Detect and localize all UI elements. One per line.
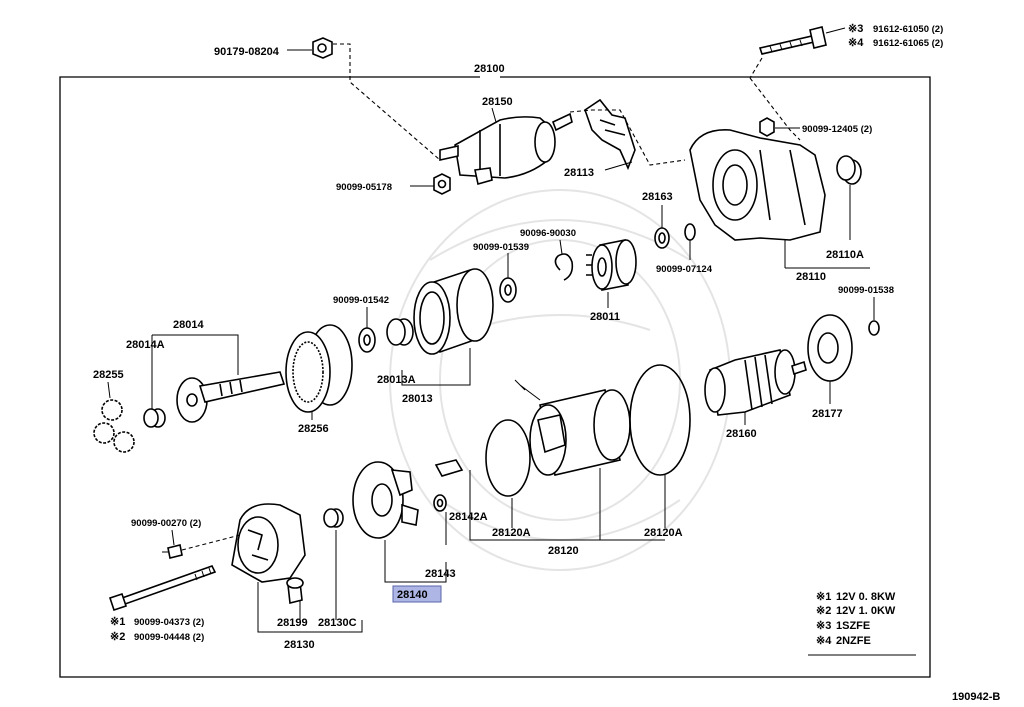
label-28255[interactable]: 28255 (93, 369, 124, 381)
label-90099-04373[interactable]: 90099-04373 (2) (134, 617, 204, 628)
solenoid-28150[interactable] (439, 112, 573, 186)
label-28100[interactable]: 28100 (474, 63, 505, 75)
label-28110A[interactable]: 28110A (826, 249, 864, 261)
label-28113[interactable]: 28113 (564, 167, 594, 179)
legend-mark-3: ※3 (816, 620, 831, 632)
label-90099-01542[interactable]: 90099-01542 (333, 295, 389, 306)
grommet-28199[interactable] (286, 577, 304, 604)
legend-text-1: 12V 0. 8KW (836, 591, 896, 603)
label-90099-04448[interactable]: 90099-04448 (2) (134, 632, 204, 643)
spring-28142A[interactable] (433, 494, 447, 512)
watermark-emblem (389, 189, 731, 571)
label-28120A-small[interactable]: 28120A (492, 527, 531, 539)
highlight-28140 (392, 585, 442, 603)
end-cover-28130[interactable] (231, 503, 306, 583)
label-28013[interactable]: 28013 (402, 393, 433, 405)
washer-28163[interactable] (654, 227, 670, 249)
label-28110[interactable]: 28110 (796, 271, 826, 283)
label-28130C[interactable]: 28130C (318, 617, 357, 629)
washer-90099-01538[interactable] (868, 320, 880, 336)
label-91612-61065[interactable]: 91612-61065 (2) (873, 38, 943, 49)
bushing-28130C[interactable] (323, 508, 344, 528)
mark-3: ※3 (848, 23, 863, 35)
legend-text-4: 2NZFE (836, 635, 871, 647)
diagram-id: 190942-B (952, 691, 1000, 703)
label-28014[interactable]: 28014 (173, 319, 204, 331)
label-28140[interactable]: 28140 (397, 589, 428, 601)
mark-4: ※4 (848, 37, 864, 49)
housing-28110[interactable] (689, 129, 826, 241)
gear-28256[interactable] (285, 324, 353, 413)
label-28160[interactable]: 28160 (726, 428, 757, 440)
legend-text-3: 1SZFE (836, 620, 870, 632)
label-90179-08204[interactable]: 90179-08204 (214, 46, 280, 58)
label-28142A[interactable]: 28142A (449, 511, 488, 523)
label-91612-61050[interactable]: 91612-61050 (2) (873, 24, 943, 35)
assembly-frame (59, 76, 931, 678)
bushing-28014A[interactable] (143, 408, 166, 428)
label-90099-00270[interactable]: 90099-00270 (2) (131, 518, 201, 529)
label-28199[interactable]: 28199 (277, 617, 308, 629)
label-28120[interactable]: 28120 (548, 545, 579, 557)
label-28163[interactable]: 28163 (642, 191, 673, 203)
label-90099-05178[interactable]: 90099-05178 (336, 182, 392, 193)
yoke-28013[interactable] (413, 268, 494, 355)
screw-90099-00270[interactable] (162, 544, 183, 559)
brush-holder-28140[interactable] (352, 461, 419, 539)
nut-90099-05178[interactable] (433, 173, 451, 195)
label-28013A[interactable]: 28013A (377, 374, 416, 386)
plate-28177[interactable] (807, 314, 853, 382)
brush-28143[interactable] (434, 459, 464, 477)
armature-28160[interactable] (704, 349, 807, 416)
snap-ring-90096-90030[interactable] (554, 253, 574, 281)
legend-mark-2: ※2 (816, 605, 831, 617)
clip-90099-07124[interactable] (684, 223, 696, 241)
label-28143[interactable]: 28143 (425, 568, 456, 580)
mark-2: ※2 (110, 631, 125, 643)
label-28011[interactable]: 28011 (590, 311, 620, 323)
label-28256[interactable]: 28256 (298, 423, 329, 435)
field-frame-28120[interactable] (514, 379, 631, 476)
legend-mark-1: ※1 (816, 591, 831, 603)
bushing-28110A[interactable] (836, 155, 862, 185)
nut-90099-12405[interactable] (759, 117, 775, 137)
label-28014A[interactable]: 28014A (126, 339, 165, 351)
legend-mark-4: ※4 (816, 635, 832, 647)
legend: ※1 12V 0. 8KW ※2 12V 1. 0KW ※3 1SZFE ※4 … (816, 591, 896, 647)
mark-1: ※1 (110, 616, 125, 628)
through-bolt-90099-04373[interactable] (108, 565, 217, 612)
label-90096-90030[interactable]: 90096-90030 (520, 228, 576, 239)
label-90099-01539[interactable]: 90099-01539 (473, 242, 529, 253)
label-90099-12405[interactable]: 90099-12405 (2) (802, 124, 872, 135)
washer-90099-01539[interactable] (499, 277, 517, 303)
label-28150[interactable]: 28150 (482, 96, 513, 108)
legend-text-2: 12V 1. 0KW (836, 605, 896, 617)
clutch-28011[interactable] (586, 239, 637, 291)
oring-28120A-small[interactable] (485, 419, 531, 497)
nut-90179-08204[interactable] (312, 37, 333, 59)
shaft-28014[interactable] (176, 371, 286, 423)
label-28130[interactable]: 28130 (284, 639, 315, 651)
label-90099-07124[interactable]: 90099-07124 (656, 264, 713, 275)
bolt-91612[interactable] (758, 26, 827, 55)
planetary-gears-28255[interactable] (93, 399, 135, 453)
bushing-28013A[interactable] (386, 318, 414, 346)
washer-90099-01542[interactable] (358, 327, 376, 353)
label-28177[interactable]: 28177 (812, 408, 843, 420)
lever-28113[interactable] (584, 98, 636, 171)
oring-28120A-large[interactable] (629, 364, 691, 476)
label-90099-01538[interactable]: 90099-01538 (838, 285, 894, 296)
label-28120A-large[interactable]: 28120A (644, 527, 683, 539)
